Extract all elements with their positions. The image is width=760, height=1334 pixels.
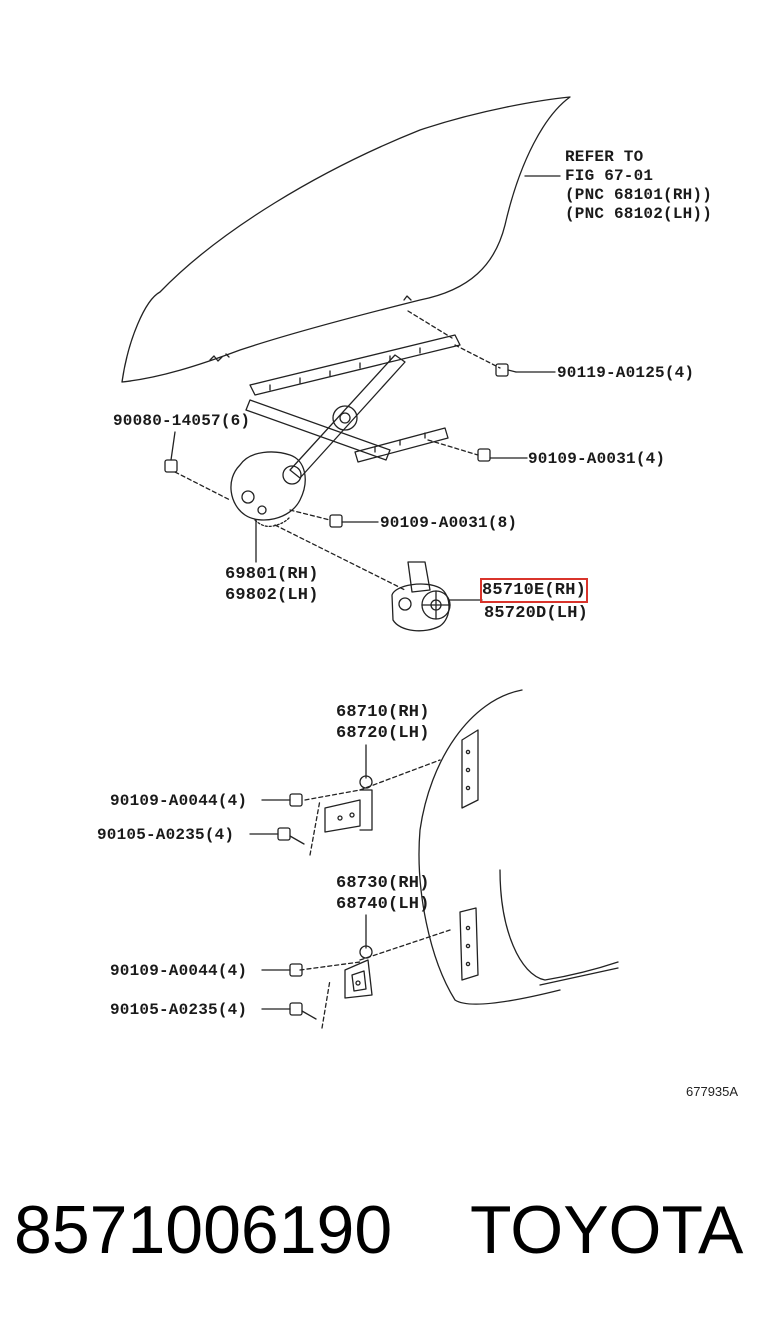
door-glass — [121, 96, 571, 383]
label-69802[interactable]: 69802(LH) — [225, 586, 319, 605]
leader-lines — [170, 371, 556, 1010]
label-68740[interactable]: 68740(LH) — [336, 895, 430, 914]
window-motor — [391, 561, 451, 632]
refer-line-3: (PNC 68101(RH)) — [565, 186, 713, 204]
label-90119[interactable]: 90119-A0125(4) — [557, 364, 695, 382]
label-90109-a[interactable]: 90109-A0031(4) — [528, 450, 666, 468]
label-69801[interactable]: 69801(RH) — [225, 565, 319, 584]
refer-line-1: REFER TO — [565, 148, 644, 166]
label-85720d[interactable]: 85720D(LH) — [484, 604, 589, 623]
refer-line-4: (PNC 68102(LH)) — [565, 205, 713, 223]
label-90105-a0235-upper[interactable]: 90105-A0235(4) — [97, 826, 235, 844]
dashed-guides — [174, 310, 501, 1029]
label-68710[interactable]: 68710(RH) — [336, 703, 430, 722]
part-number: 8571006190 — [14, 1192, 393, 1268]
figure-id: 677935A — [686, 1084, 739, 1099]
upper-hinge — [324, 775, 373, 833]
label-68720[interactable]: 68720(LH) — [336, 724, 430, 743]
label-90109-a0044-lower[interactable]: 90109-A0044(4) — [110, 962, 248, 980]
label-90080[interactable]: 90080-14057(6) — [113, 412, 251, 430]
label-90105-a0235-lower[interactable]: 90105-A0235(4) — [110, 1001, 248, 1019]
label-85710e-highlighted[interactable]: 85710E(RH) — [479, 578, 589, 603]
label-68730[interactable]: 68730(RH) — [336, 874, 430, 893]
bolts — [164, 363, 517, 1020]
lower-hinge — [344, 945, 373, 999]
label-90109-b[interactable]: 90109-A0031(8) — [380, 514, 518, 532]
window-regulator — [230, 334, 461, 528]
door-body — [418, 689, 619, 1005]
refer-line-2: FIG 67-01 — [565, 167, 654, 185]
label-90109-a0044-upper[interactable]: 90109-A0044(4) — [110, 792, 248, 810]
brand-name: TOYOTA — [470, 1192, 744, 1268]
